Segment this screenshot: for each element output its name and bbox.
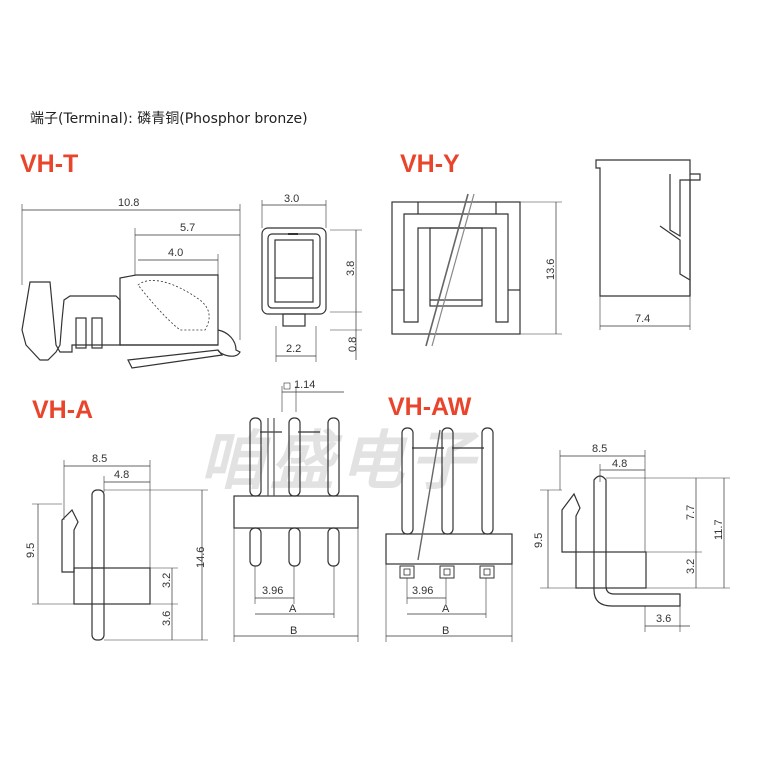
dim-vh-t-2-2: 2.2: [286, 343, 301, 355]
vh-y-side-view: 7.4: [595, 159, 701, 330]
dim-vh-y-7-4: 7.4: [635, 313, 650, 325]
dim-vh-a-3-96: 3.96: [262, 585, 283, 597]
dim-vh-a-14-6: 14.6: [195, 547, 207, 568]
vh-a-side-view: 8.5 4.8 9.5 14.6 3.2 3.6: [25, 453, 208, 641]
dim-vh-aw-7-7: 7.7: [685, 505, 697, 520]
dim-vh-a-3-6: 3.6: [161, 611, 173, 626]
title-vh-t: VH-T: [20, 150, 79, 178]
title-vh-y: VH-Y: [400, 150, 460, 178]
dim-vh-aw-11-7: 11.7: [713, 519, 725, 540]
title-vh-aw: VH-AW: [388, 393, 472, 421]
vh-t-end-view: 3.0 3.8 0.8 2.2: [261, 193, 362, 362]
vh-aw-front-view: 3.96 A B: [385, 427, 513, 642]
dim-vh-aw-3-2: 3.2: [685, 559, 697, 574]
dim-vh-a-3-2: 3.2: [161, 573, 173, 588]
dim-vh-aw-3-6: 3.6: [656, 613, 671, 625]
title-vh-a: VH-A: [32, 396, 94, 424]
dim-vh-t-10-8: 10.8: [118, 197, 139, 209]
dim-vh-a-9-5: 9.5: [25, 543, 37, 558]
watermark: 咱盛电子: [200, 424, 480, 499]
vh-t-drawing: 10.8 5.7 4.0: [21, 197, 241, 369]
dim-vh-y-13-6: 13.6: [545, 259, 557, 280]
dim-vh-t-4-0: 4.0: [168, 247, 183, 259]
vh-a-front-view: 1.14 3.96 A B: [233, 379, 359, 642]
dim-vh-a-label-a: A: [289, 603, 297, 615]
dim-vh-t-3-0: 3.0: [284, 193, 299, 205]
dim-vh-aw-9-5: 9.5: [533, 533, 545, 548]
dim-vh-a-1-14: 1.14: [294, 379, 315, 391]
material-note: 端子(Terminal): 磷青铜(Phosphor bronze): [30, 111, 308, 127]
vh-aw-side-view: 8.5 4.8 9.5 7.7 11.7 3.2 3.6: [533, 443, 730, 632]
dim-vh-aw-3-96: 3.96: [412, 585, 433, 597]
dim-vh-aw-4-8: 4.8: [612, 458, 627, 470]
dim-vh-t-0-8: 0.8: [347, 337, 359, 352]
dim-vh-a-4-8: 4.8: [114, 469, 129, 481]
dim-vh-aw-label-a: A: [442, 603, 450, 615]
vh-y-front-view: 13.6: [391, 193, 562, 347]
dim-vh-t-3-8: 3.8: [345, 261, 357, 276]
dim-vh-aw-label-b: B: [442, 625, 449, 637]
dim-vh-aw-8-5: 8.5: [592, 443, 607, 455]
dim-vh-a-8-5: 8.5: [92, 453, 107, 465]
dim-vh-t-5-7: 5.7: [180, 222, 195, 234]
dim-vh-a-label-b: B: [290, 625, 297, 637]
